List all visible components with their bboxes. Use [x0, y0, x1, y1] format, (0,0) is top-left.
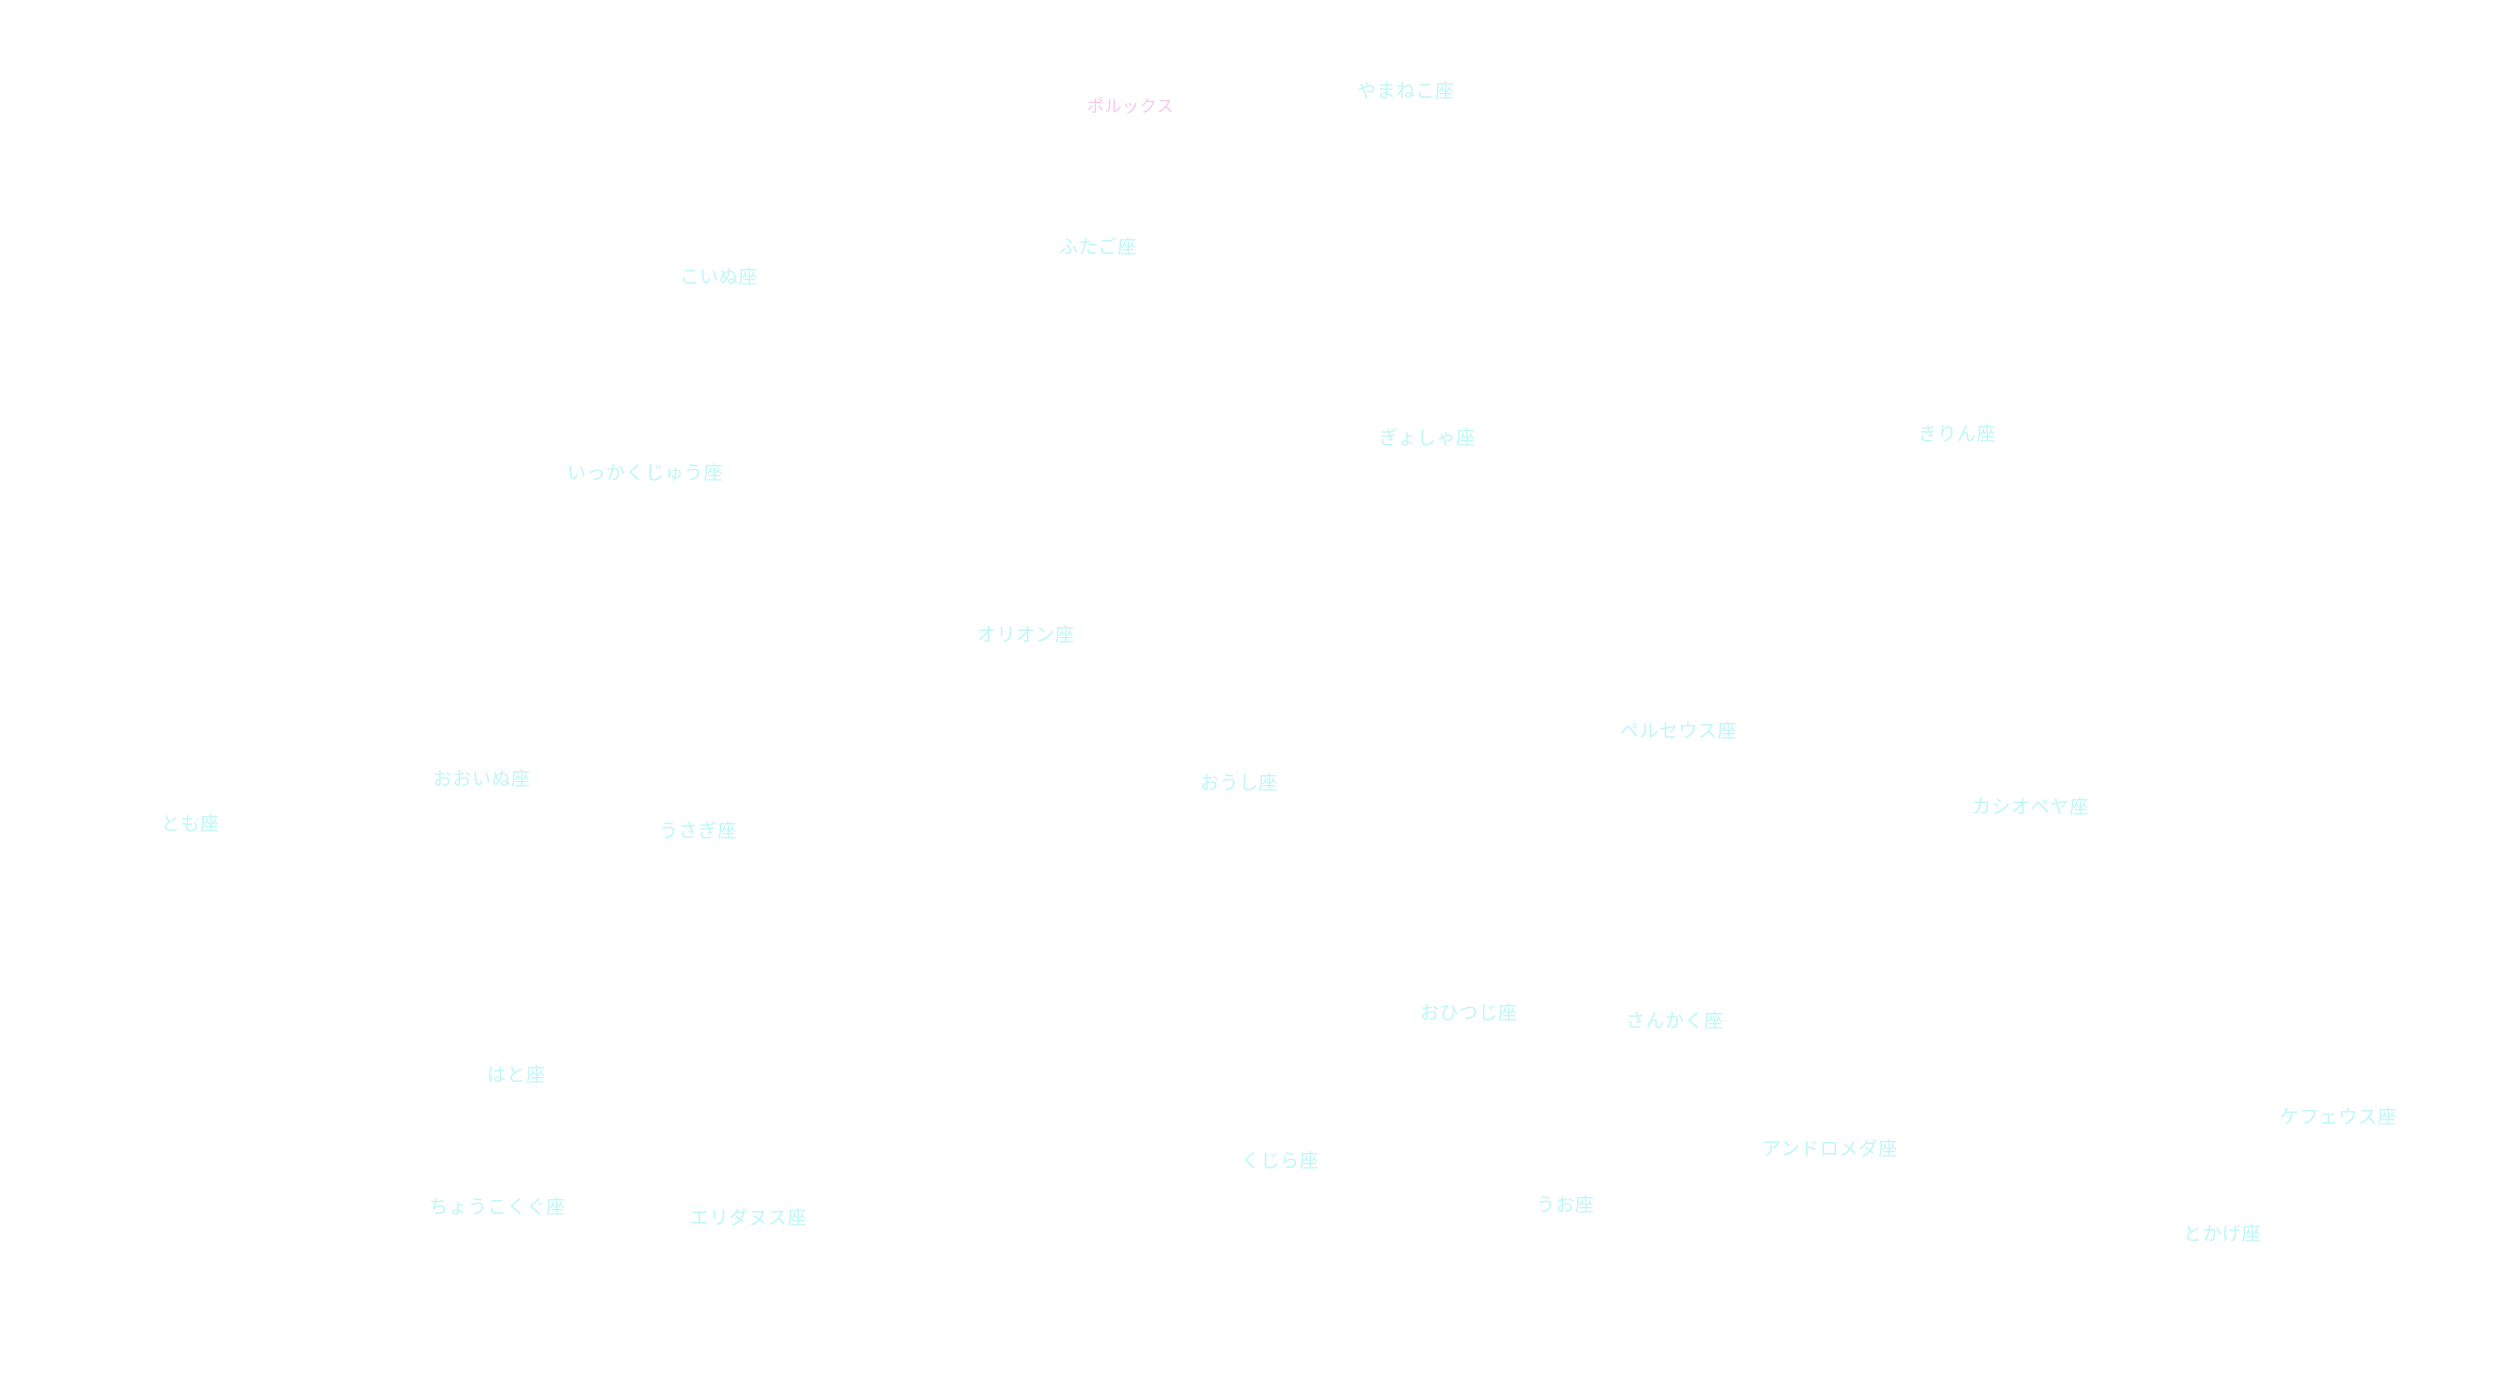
constellation-label-camelopardalis: きりん座 — [1918, 423, 1997, 445]
constellation-label-eridanus: エリダヌス座 — [690, 1207, 808, 1229]
constellation-label-taurus: おうし座 — [1200, 772, 1279, 794]
constellation-label-aries: おひつじ座 — [1420, 1002, 1518, 1024]
constellation-label-lepus: うさぎ座 — [659, 820, 738, 842]
constellation-label-gemini: ふたご座 — [1059, 236, 1138, 258]
star-label-pollux: ポルックス — [1087, 97, 1174, 117]
constellation-label-andromeda: アンドロメダ座 — [1762, 1138, 1898, 1160]
constellation-label-canis-major: おおいぬ座 — [433, 768, 531, 790]
constellation-label-triangulum: さんかく座 — [1626, 1010, 1724, 1032]
constellation-label-puppis: とも座 — [161, 813, 220, 835]
constellation-label-perseus: ペルセウス座 — [1620, 720, 1738, 742]
constellation-label-cepheus: ケフェウス座 — [2280, 1106, 2398, 1128]
constellation-label-monoceros: いっかくじゅう座 — [567, 462, 724, 484]
constellation-label-lynx: やまねこ座 — [1357, 80, 1455, 102]
constellation-label-caelum: ちょうこくぐ座 — [429, 1196, 566, 1218]
constellation-label-columba: はと座 — [487, 1064, 546, 1086]
constellation-label-cassiopeia: カシオペヤ座 — [1972, 796, 2090, 818]
constellation-label-auriga: ぎょしゃ座 — [1379, 427, 1476, 449]
constellation-label-orion: オリオン座 — [977, 624, 1075, 646]
constellation-label-lacerta: とかげ座 — [2183, 1223, 2262, 1245]
constellation-label-canis-minor: こいぬ座 — [680, 266, 759, 288]
constellation-label-pisces: うお座 — [1536, 1194, 1595, 1216]
constellation-label-cetus: くじら座 — [1241, 1150, 1320, 1172]
